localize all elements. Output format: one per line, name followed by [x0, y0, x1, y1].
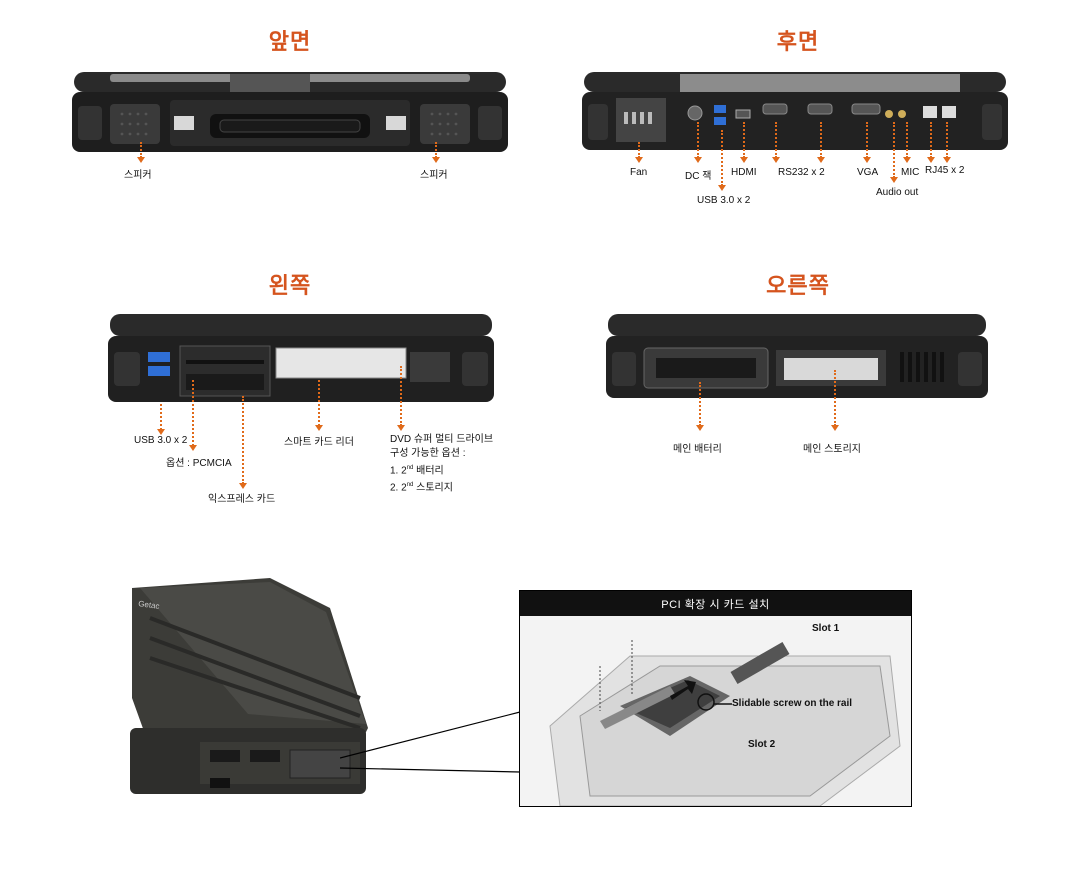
speaker-left-label: 스피커 — [124, 170, 152, 181]
slot2-label: Slot 2 — [748, 739, 776, 750]
dvd-line1: DVD 슈퍼 멀티 드라이브 — [390, 434, 494, 445]
hdmi-label: HDMI — [731, 167, 757, 178]
front-view-image — [72, 72, 508, 152]
storage-arrow — [831, 370, 839, 431]
battery-arrow — [696, 382, 704, 431]
dc-arrow — [694, 122, 702, 163]
mic-arrow — [903, 122, 911, 163]
dvd-line3: 1. 2nd 배터리 — [390, 465, 444, 477]
express-arrow — [239, 396, 247, 489]
vga-label: VGA — [857, 167, 879, 178]
pci-header: PCI 확장 시 카드 설치 — [520, 591, 911, 616]
smartcard-arrow — [315, 380, 323, 431]
dvd-line2: 구성 가능한 옵션 : — [390, 448, 466, 459]
right-title: 오른쪽 — [766, 274, 830, 299]
right-view-image — [606, 314, 988, 398]
screw-label: Slidable screw on the rail — [732, 698, 853, 709]
hdmi-arrow — [740, 122, 748, 163]
rs232-left-arrow — [772, 122, 780, 163]
left-title: 왼쪽 — [268, 274, 312, 299]
rear-view-image — [582, 72, 1008, 150]
rs232-right-arrow — [817, 122, 825, 163]
left-view-image — [108, 314, 494, 402]
rj45-label: RJ45 x 2 — [925, 165, 965, 176]
slot1-label: Slot 1 — [812, 623, 840, 634]
getac-logo: Getac — [138, 599, 160, 611]
express-label: 익스프레스 카드 — [208, 494, 276, 505]
usb-rear-arrow — [718, 130, 726, 191]
speaker-right-label: 스피커 — [420, 170, 448, 181]
speaker-left-arrow — [137, 142, 145, 163]
dvd-label-block: DVD 슈퍼 멀티 드라이브 구성 가능한 옵션 : 1. 2nd 배터리 2.… — [390, 433, 493, 496]
usb-rear-label: USB 3.0 x 2 — [697, 195, 751, 206]
fan-arrow — [635, 142, 643, 163]
mic-label: MIC — [901, 167, 920, 178]
pci-install-panel: PCI 확장 시 카드 설치 Slot 1 Slot 2 Slidable sc… — [519, 590, 912, 807]
pcmcia-label: 옵션 : PCMCIA — [166, 458, 232, 469]
speaker-right-arrow — [432, 142, 440, 163]
fan-label: Fan — [630, 167, 648, 178]
battery-label: 메인 배터리 — [673, 444, 722, 455]
rear-title: 후면 — [776, 30, 820, 55]
rj45-right-arrow — [943, 122, 951, 163]
rs232-label: RS232 x 2 — [778, 167, 825, 178]
storage-label: 메인 스토리지 — [803, 444, 861, 455]
front-title: 앞면 — [268, 30, 312, 55]
audio-label: Audio out — [876, 187, 919, 198]
rj45-left-arrow — [927, 122, 935, 163]
vga-arrow — [863, 122, 871, 163]
pci-illustration — [549, 640, 901, 806]
smartcard-label: 스마트 카드 리더 — [284, 437, 354, 448]
dc-label: DC 잭 — [685, 171, 712, 182]
usb-left-label: USB 3.0 x 2 — [134, 435, 188, 446]
laptop-photo: Getac — [130, 578, 368, 794]
audio-arrow — [890, 122, 898, 183]
usb-left-arrow — [157, 404, 165, 435]
callout-lines — [340, 711, 521, 773]
dvd-line4: 2. 2nd 스토리지 — [390, 482, 453, 494]
pcmcia-arrow — [189, 380, 197, 451]
dvd-arrow — [397, 366, 405, 431]
